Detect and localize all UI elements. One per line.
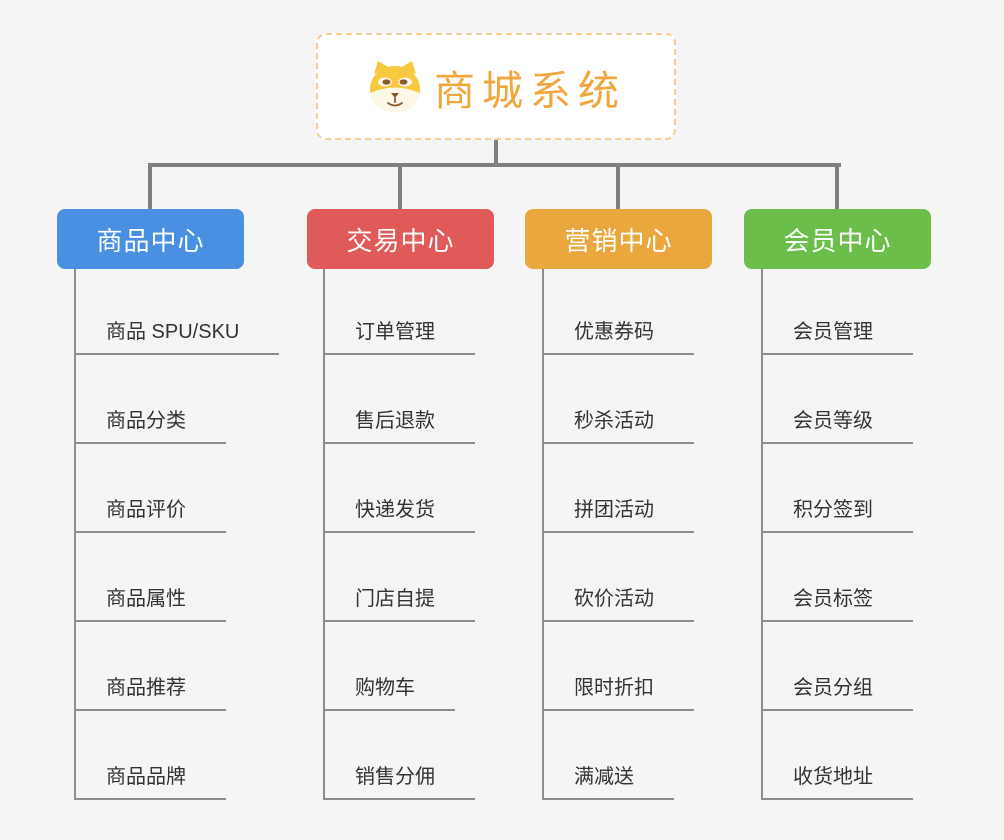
subtopic-coupon-code[interactable]: 优惠券码 xyxy=(544,319,694,355)
branch-header-member-center[interactable]: 会员中心 xyxy=(744,209,931,269)
subtopic-flash-sale[interactable]: 秒杀活动 xyxy=(544,408,694,444)
subtopic-group-buy[interactable]: 拼团活动 xyxy=(544,497,694,533)
branch-drop-connector-marketing xyxy=(616,163,620,210)
subtopic-member-management[interactable]: 会员管理 xyxy=(763,319,913,355)
subtopic-order-management[interactable]: 订单管理 xyxy=(325,319,475,355)
subtopic-product-attribute[interactable]: 商品属性 xyxy=(76,586,226,622)
subtopic-product-review[interactable]: 商品评价 xyxy=(76,497,226,533)
branch-children-product-center: 商品 SPU/SKU 商品分类 商品评价 商品属性 商品推荐 商品品牌 xyxy=(74,269,280,800)
branch-children-member-center: 会员管理 会员等级 积分签到 会员标签 会员分组 收货地址 xyxy=(761,269,913,800)
subtopic-sales-commission[interactable]: 销售分佣 xyxy=(325,764,475,800)
subtopic-store-pickup[interactable]: 门店自提 xyxy=(325,586,475,622)
branch-drop-connector-trade xyxy=(398,163,402,210)
subtopic-full-reduction[interactable]: 满减送 xyxy=(544,764,674,800)
subtopic-product-category[interactable]: 商品分类 xyxy=(76,408,226,444)
subtopic-time-limited-discount[interactable]: 限时折扣 xyxy=(544,675,694,711)
subtopic-express-delivery[interactable]: 快递发货 xyxy=(325,497,475,533)
branch-drop-connector-member xyxy=(835,163,839,210)
dog-face-icon xyxy=(370,60,420,112)
root-trunk-connector xyxy=(494,139,498,167)
subtopic-product-recommend[interactable]: 商品推荐 xyxy=(76,675,226,711)
subtopic-product-spu-sku[interactable]: 商品 SPU/SKU xyxy=(76,319,280,355)
subtopic-bargain-activity[interactable]: 砍价活动 xyxy=(544,586,694,622)
root-title: 商城系统 xyxy=(434,67,626,114)
branch-header-marketing-center[interactable]: 营销中心 xyxy=(525,209,712,269)
subtopic-member-group[interactable]: 会员分组 xyxy=(763,675,913,711)
subtopic-shipping-address[interactable]: 收货地址 xyxy=(763,764,913,800)
branch-bus-connector xyxy=(148,163,841,167)
subtopic-points-checkin[interactable]: 积分签到 xyxy=(763,497,913,533)
branch-drop-connector-product xyxy=(148,163,152,210)
branch-header-product-center[interactable]: 商品中心 xyxy=(57,209,244,269)
root-node[interactable]: 商城系统 xyxy=(316,33,676,140)
branch-children-marketing-center: 优惠券码 秒杀活动 拼团活动 砍价活动 限时折扣 满减送 xyxy=(542,269,694,800)
subtopic-member-level[interactable]: 会员等级 xyxy=(763,408,913,444)
subtopic-member-tag[interactable]: 会员标签 xyxy=(763,586,913,622)
branch-header-trade-center[interactable]: 交易中心 xyxy=(307,209,494,269)
subtopic-aftersale-refund[interactable]: 售后退款 xyxy=(325,408,475,444)
subtopic-product-brand[interactable]: 商品品牌 xyxy=(76,764,226,800)
subtopic-shopping-cart[interactable]: 购物车 xyxy=(325,675,455,711)
branch-children-trade-center: 订单管理 售后退款 快递发货 门店自提 购物车 销售分佣 xyxy=(323,269,475,800)
